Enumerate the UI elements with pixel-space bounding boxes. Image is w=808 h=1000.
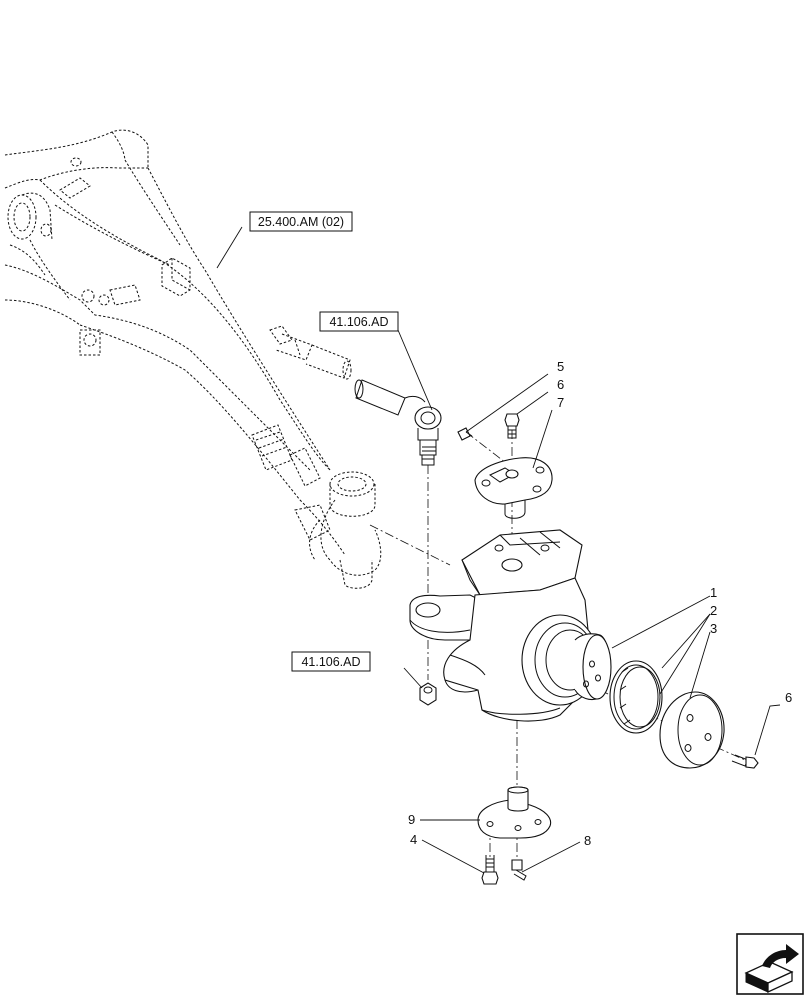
callout-3: 3: [710, 621, 717, 636]
reference-axle-label: 25.400.AM (02): [258, 215, 344, 229]
seal-ring: [609, 660, 663, 734]
reference-tie-rod-label: 41.106.AD: [329, 315, 388, 329]
callout-8: 8: [584, 833, 591, 848]
side-bolt: [731, 754, 759, 769]
grease-fitting-upper: [457, 427, 473, 441]
tie-rod: [269, 325, 442, 466]
reference-axle[interactable]: 25.400.AM (02): [249, 211, 353, 232]
grease-fitting-lower: [511, 859, 527, 881]
callout-2: 2: [710, 603, 717, 618]
reference-tie-rod-nut-label: 41.106.AD: [301, 655, 360, 669]
lower-bolt: [481, 855, 499, 885]
callout-6-side: 6: [785, 690, 792, 705]
next-page-icon[interactable]: [736, 933, 804, 995]
callout-4: 4: [410, 832, 417, 847]
steering-knuckle: [409, 529, 612, 722]
tie-rod-nut: [419, 682, 437, 706]
reference-tie-rod[interactable]: 41.106.AD: [319, 311, 399, 332]
callout-1: 1: [710, 585, 717, 600]
callouts: 5 6 7 1 2 3 6 9 4 8: [408, 359, 792, 848]
reference-tie-rod-nut[interactable]: 41.106.AD: [291, 651, 371, 672]
axle-housing: [4, 129, 382, 589]
leader-lines: [216, 226, 781, 874]
callout-9: 9: [408, 812, 415, 827]
lower-kingpin-cap: [477, 786, 552, 839]
callout-5: 5: [557, 359, 564, 374]
callout-7: 7: [557, 395, 564, 410]
callout-6-upper: 6: [557, 377, 564, 392]
upper-bolt: [504, 413, 520, 439]
hub-cover: [659, 691, 725, 769]
upper-kingpin-cap: [474, 457, 553, 519]
